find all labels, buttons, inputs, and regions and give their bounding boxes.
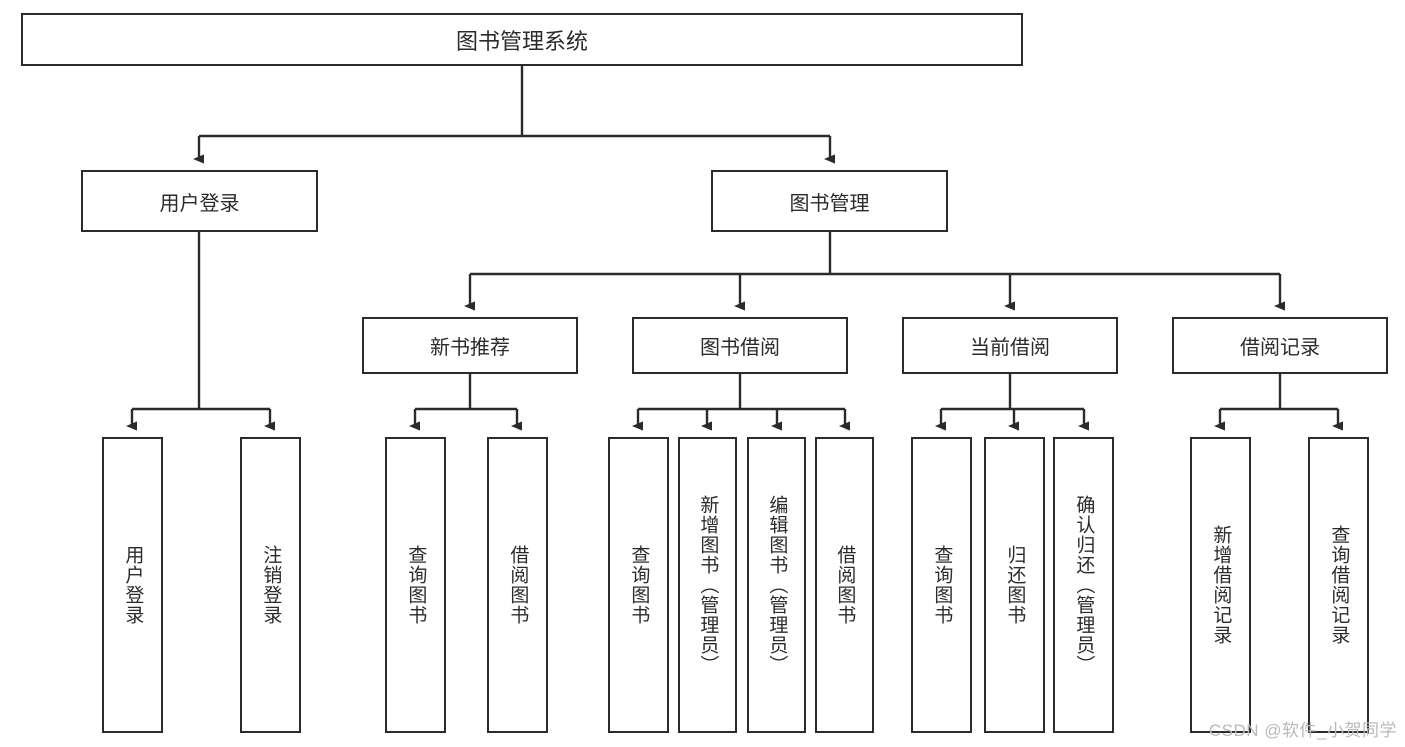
node-leaf-rec-borrow-book[interactable]: 借阅图书	[487, 437, 548, 733]
node-leaf-borrow-book-label: 借阅图书	[834, 545, 856, 625]
node-root-label: 图书管理系统	[455, 28, 588, 54]
node-leaf-query-borrow-record-label: 查询借阅记录	[1328, 525, 1350, 645]
node-current-borrow-label: 当前借阅	[970, 337, 1050, 359]
node-borrow-record-label: 借阅记录	[1240, 337, 1320, 359]
node-leaf-user-login[interactable]: 用户登录	[102, 437, 163, 733]
node-book-borrow-label: 图书借阅	[700, 337, 780, 359]
node-leaf-cur-query-book[interactable]: 查询图书	[911, 437, 972, 733]
node-new-book-recommend[interactable]: 新书推荐	[362, 317, 578, 374]
node-leaf-confirm-return-admin-label: 确认归还（管理员）	[1073, 495, 1095, 675]
node-new-book-recommend-label: 新书推荐	[430, 337, 510, 359]
node-leaf-rec-borrow-book-label: 借阅图书	[507, 545, 529, 625]
node-leaf-add-borrow-record[interactable]: 新增借阅记录	[1190, 437, 1251, 733]
watermark: CSDN @软件_小贺同学	[1208, 721, 1397, 740]
node-leaf-user-logout[interactable]: 注销登录	[240, 437, 301, 733]
node-book-borrow[interactable]: 图书借阅	[632, 317, 848, 374]
node-leaf-borrow-query-book-label: 查询图书	[628, 545, 650, 625]
node-leaf-user-login-label: 用户登录	[122, 545, 144, 625]
node-leaf-user-logout-label: 注销登录	[260, 545, 282, 625]
node-leaf-query-borrow-record[interactable]: 查询借阅记录	[1308, 437, 1369, 733]
node-root[interactable]: 图书管理系统	[21, 13, 1023, 66]
node-leaf-edit-book-admin[interactable]: 编辑图书（管理员）	[747, 437, 806, 733]
node-book-manage-label: 图书管理	[789, 192, 870, 215]
node-leaf-borrow-query-book[interactable]: 查询图书	[608, 437, 669, 733]
node-leaf-rec-query-book-label: 查询图书	[405, 545, 427, 625]
node-leaf-add-borrow-record-label: 新增借阅记录	[1210, 525, 1232, 645]
node-leaf-return-book[interactable]: 归还图书	[984, 437, 1045, 733]
node-leaf-rec-query-book[interactable]: 查询图书	[385, 437, 446, 733]
node-leaf-return-book-label: 归还图书	[1004, 545, 1026, 625]
node-leaf-borrow-book[interactable]: 借阅图书	[815, 437, 874, 733]
node-leaf-add-book-admin-label: 新增图书（管理员）	[697, 495, 719, 675]
node-leaf-add-book-admin[interactable]: 新增图书（管理员）	[678, 437, 737, 733]
node-user-login[interactable]: 用户登录	[81, 170, 318, 232]
node-current-borrow[interactable]: 当前借阅	[902, 317, 1118, 374]
node-leaf-confirm-return-admin[interactable]: 确认归还（管理员）	[1053, 437, 1114, 733]
node-book-manage[interactable]: 图书管理	[711, 170, 948, 232]
node-leaf-cur-query-book-label: 查询图书	[931, 545, 953, 625]
node-user-login-label: 用户登录	[159, 192, 240, 215]
node-borrow-record[interactable]: 借阅记录	[1172, 317, 1388, 374]
node-leaf-edit-book-admin-label: 编辑图书（管理员）	[766, 495, 788, 675]
